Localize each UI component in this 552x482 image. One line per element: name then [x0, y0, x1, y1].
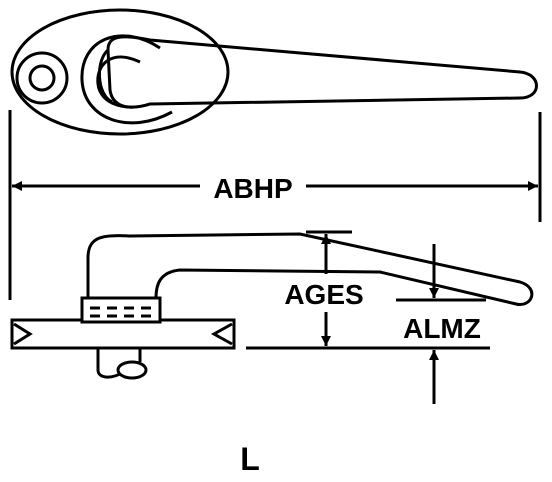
handle-height-label: AGES	[284, 279, 363, 310]
side-view	[10, 232, 534, 380]
plate-chevron-left	[13, 322, 33, 346]
handle-base	[80, 296, 162, 324]
clearance-label: ALMZ	[403, 313, 481, 344]
screw-hole-inner	[28, 64, 56, 92]
screw-hole-outer	[15, 51, 69, 105]
hub-junction	[97, 48, 113, 104]
cam-pin	[116, 360, 148, 380]
hub-outer-ring	[80, 34, 173, 125]
side-lever	[86, 232, 534, 306]
hub-inner-ring	[96, 55, 151, 109]
mounting-plate	[10, 318, 236, 350]
lever-handle	[106, 35, 538, 109]
overall-length-label: ABHP	[213, 173, 292, 204]
view-label: L	[240, 441, 260, 477]
hidden-lines	[34, 306, 214, 350]
escutcheon-outer	[10, 8, 230, 136]
top-view	[10, 8, 538, 136]
plate-chevron-right	[210, 322, 233, 346]
